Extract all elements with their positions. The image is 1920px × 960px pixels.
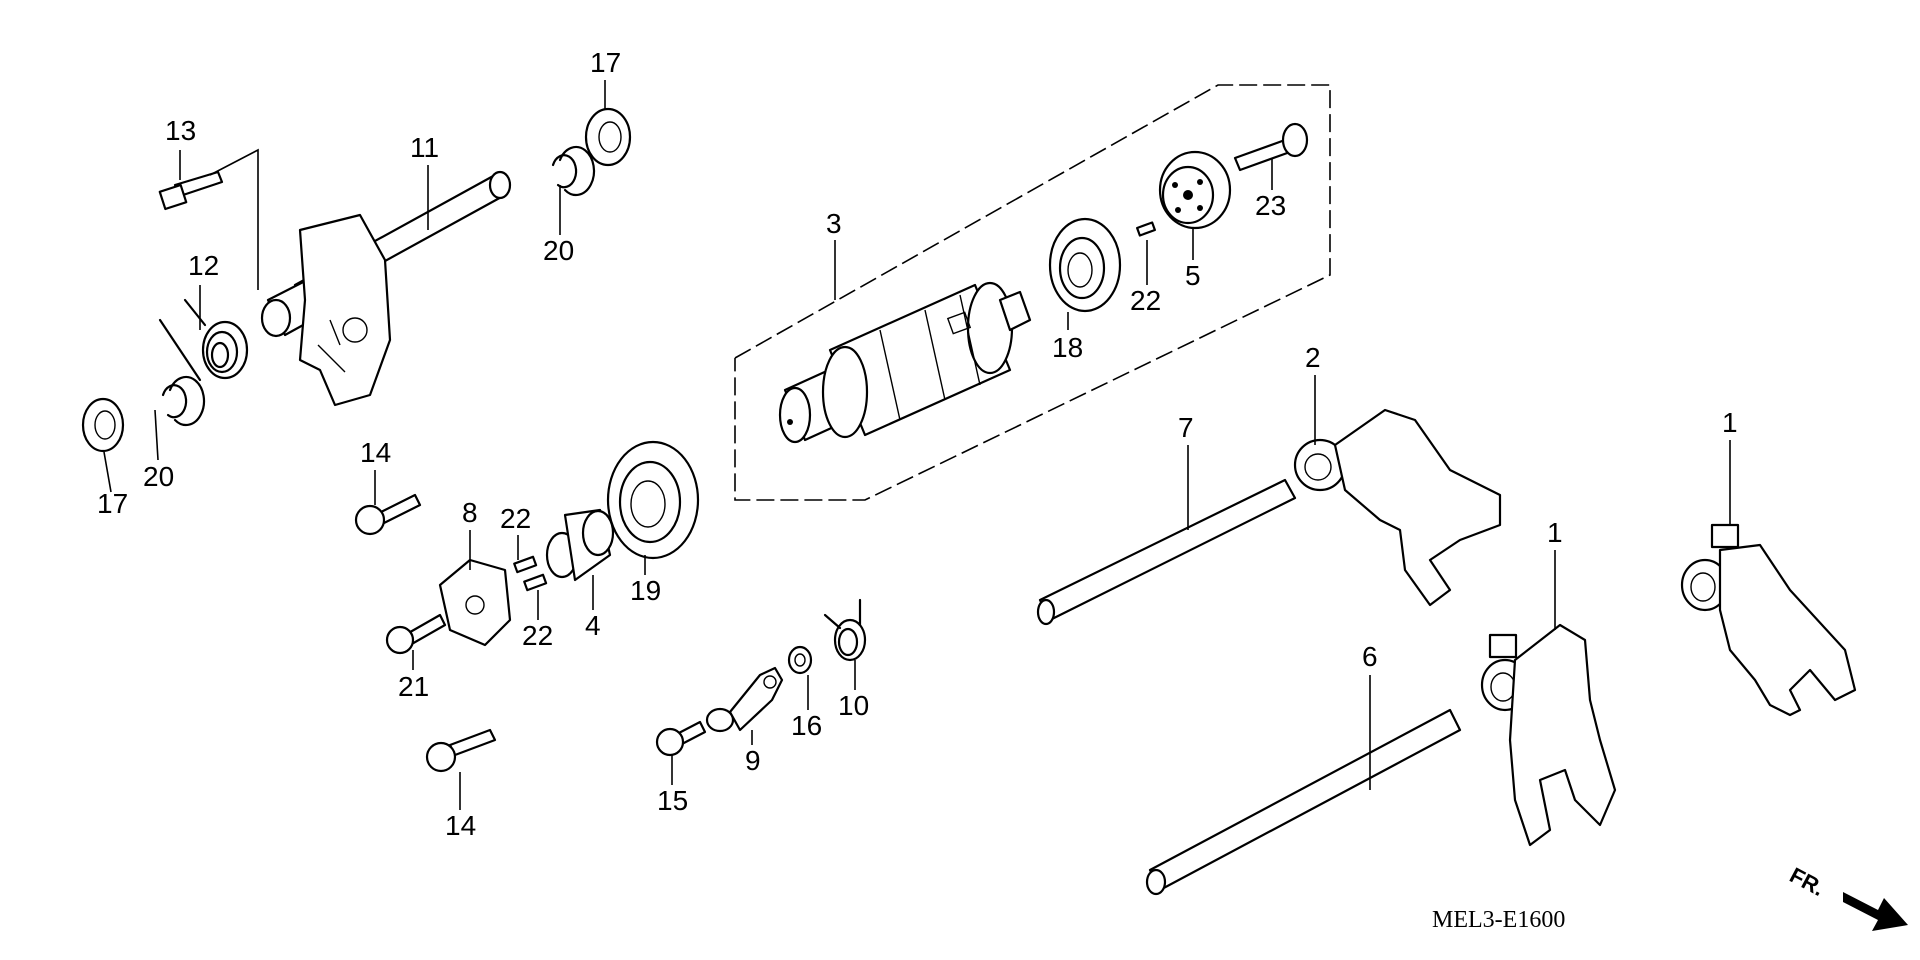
callout-14-top: 14 xyxy=(360,437,391,468)
drum-assembly-outline xyxy=(734,84,1331,501)
callout-14-bottom: 14 xyxy=(445,810,476,841)
callout-4: 4 xyxy=(585,610,601,641)
callout-1-center: 1 xyxy=(1547,517,1563,548)
shift-fork-2 xyxy=(1293,408,1502,607)
callout-16: 16 xyxy=(791,710,822,741)
return-spring xyxy=(158,298,249,382)
callout-22-a: 22 xyxy=(500,503,531,534)
fork-shaft-7 xyxy=(1036,478,1297,626)
callout-9: 9 xyxy=(745,745,761,776)
leader-lines xyxy=(103,80,1731,810)
gearshift-spindle xyxy=(260,170,512,407)
bolt-23 xyxy=(1233,122,1309,172)
bolt-14-bottom xyxy=(425,728,497,773)
shift-fork-1-right xyxy=(1680,523,1857,717)
callout-17-top: 17 xyxy=(590,47,621,78)
callout-labels: 13 11 12 17 20 20 17 3 18 22 5 23 2 7 6 … xyxy=(97,47,1738,841)
diagram-code: MEL3-E1600 xyxy=(1432,907,1565,933)
drum-center xyxy=(1158,150,1232,230)
front-direction-indicator: FR. xyxy=(1786,862,1908,931)
circlip-20-top xyxy=(551,145,596,197)
callout-1-right: 1 xyxy=(1722,407,1738,438)
callout-19: 19 xyxy=(630,575,661,606)
callout-7: 7 xyxy=(1178,412,1194,443)
callout-10: 10 xyxy=(838,690,869,721)
callout-6: 6 xyxy=(1362,641,1378,672)
callout-20-left: 20 xyxy=(143,461,174,492)
stopper-arm-9 xyxy=(705,666,784,733)
shift-fork-1-center xyxy=(1480,623,1617,847)
washer-17-top xyxy=(584,107,632,167)
spring-10 xyxy=(823,598,867,662)
callout-8: 8 xyxy=(462,497,478,528)
callout-23: 23 xyxy=(1255,190,1286,221)
callout-22-b: 22 xyxy=(522,620,553,651)
callout-3: 3 xyxy=(826,208,842,239)
bolt-14-top xyxy=(354,493,422,536)
washer-17-left xyxy=(81,397,125,453)
collar-4 xyxy=(545,508,615,582)
dowel-pin-22-a xyxy=(513,555,538,574)
bearing-19 xyxy=(606,440,700,560)
stopper-plate-8 xyxy=(438,558,512,647)
bolt-21 xyxy=(385,613,447,655)
pin-bolt-13 xyxy=(158,170,224,211)
callout-13: 13 xyxy=(165,115,196,146)
callout-20-top: 20 xyxy=(543,235,574,266)
shift-drum xyxy=(778,281,1032,444)
callout-17-left: 17 xyxy=(97,488,128,519)
callout-22-top: 22 xyxy=(1130,285,1161,316)
dowel-pin-22-b xyxy=(523,573,548,592)
washer-16 xyxy=(787,645,813,675)
circlip-20-left xyxy=(161,375,206,427)
front-label: FR. xyxy=(1786,862,1829,901)
callout-15: 15 xyxy=(657,785,688,816)
bolt-15 xyxy=(655,720,707,757)
callout-5: 5 xyxy=(1185,260,1201,291)
callout-12: 12 xyxy=(188,250,219,281)
callout-2: 2 xyxy=(1305,342,1321,373)
callout-11: 11 xyxy=(410,132,439,163)
fork-shaft-6 xyxy=(1145,708,1462,896)
dowel-pin-22-top xyxy=(1136,221,1156,237)
callout-18: 18 xyxy=(1052,332,1083,363)
callout-21: 21 xyxy=(398,671,429,702)
bearing-18 xyxy=(1048,217,1122,313)
arrow-right-down-icon xyxy=(1843,892,1908,931)
